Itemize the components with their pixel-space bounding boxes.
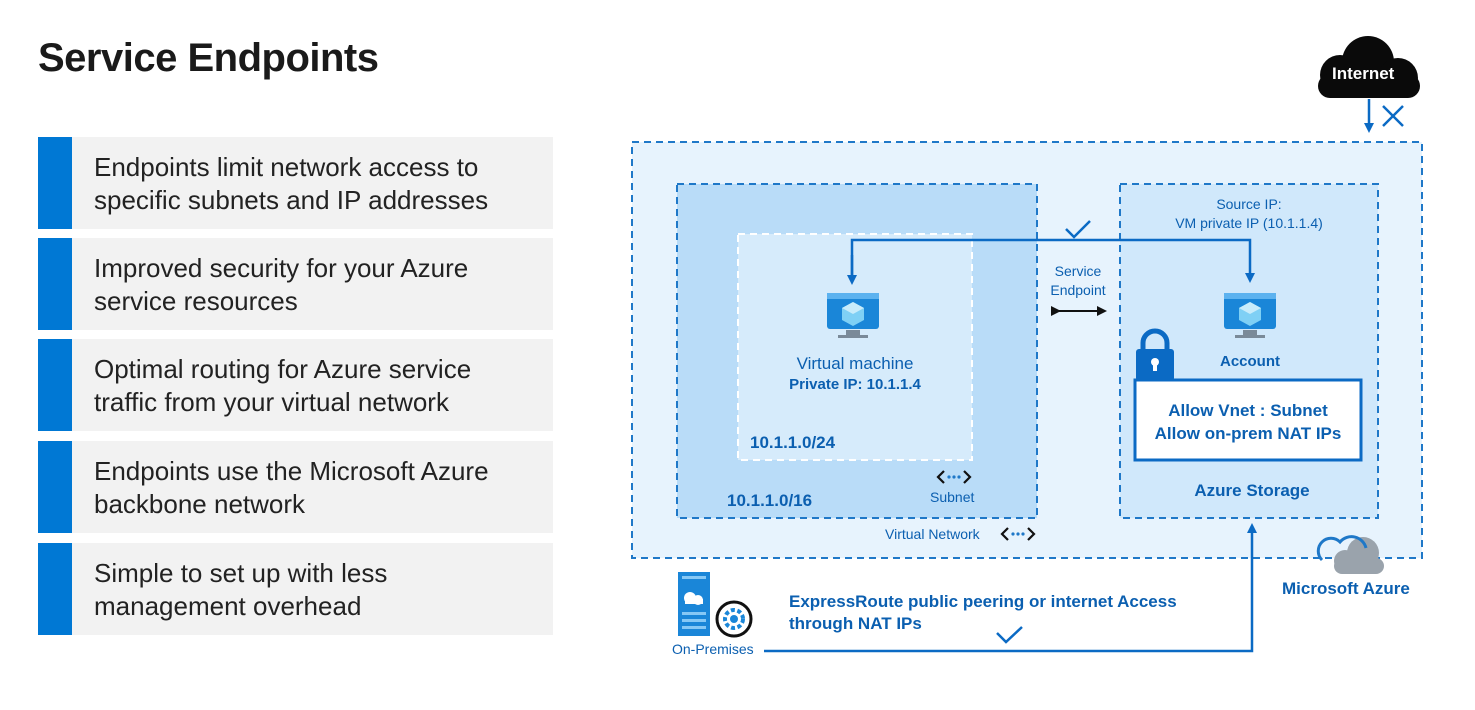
vm-name: Virtual machine	[796, 354, 914, 373]
on-premises-label: On-Premises	[672, 641, 754, 657]
access-rules-box	[1133, 378, 1363, 462]
internet-cloud-icon	[1318, 36, 1420, 98]
vnet-label: Virtual Network	[885, 526, 980, 542]
subnet-icon	[936, 470, 972, 484]
service-endpoint-label: Service Endpoint	[1050, 263, 1106, 298]
source-ip-label: Source IP: VM private IP (10.1.1.4)	[1175, 196, 1323, 231]
subnet-label: Subnet	[930, 489, 975, 505]
storage-account-icon	[1224, 293, 1276, 338]
subnet-cidr: 10.1.1.0/24	[750, 433, 836, 452]
accent-bar	[38, 137, 72, 229]
check-icon	[996, 626, 1023, 644]
vnet-icon	[1000, 527, 1036, 541]
account-label: Account	[1220, 353, 1280, 370]
on-prem-connector	[764, 523, 1257, 653]
virtual-machine-icon	[827, 293, 879, 338]
azure-storage-label: Azure Storage	[1194, 481, 1310, 500]
accent-bar	[38, 339, 72, 431]
access-rules-text: Allow Vnet : Subnet Allow on-prem NAT IP…	[1154, 401, 1342, 443]
vnet-cidr: 10.1.1.0/16	[727, 491, 813, 510]
lock-icon	[1136, 328, 1174, 381]
on-premises-server-icon	[678, 572, 710, 636]
accent-bar	[38, 441, 72, 533]
microsoft-azure-label: Microsoft Azure	[1282, 579, 1410, 598]
accent-bar	[38, 543, 72, 635]
blocked-x-icon	[1382, 105, 1404, 127]
azure-cloud-icon	[1316, 535, 1384, 574]
vm-private-ip: Private IP: 10.1.1.4	[789, 376, 921, 393]
expressroute-label: ExpressRoute public peering or internet …	[789, 592, 1177, 633]
check-icon	[1065, 220, 1091, 239]
accent-bar	[38, 238, 72, 330]
internet-label: Internet	[1332, 64, 1395, 83]
subnet-box	[737, 233, 973, 461]
settings-gear-icon	[715, 600, 753, 638]
page-title: Service Endpoints	[38, 36, 379, 80]
